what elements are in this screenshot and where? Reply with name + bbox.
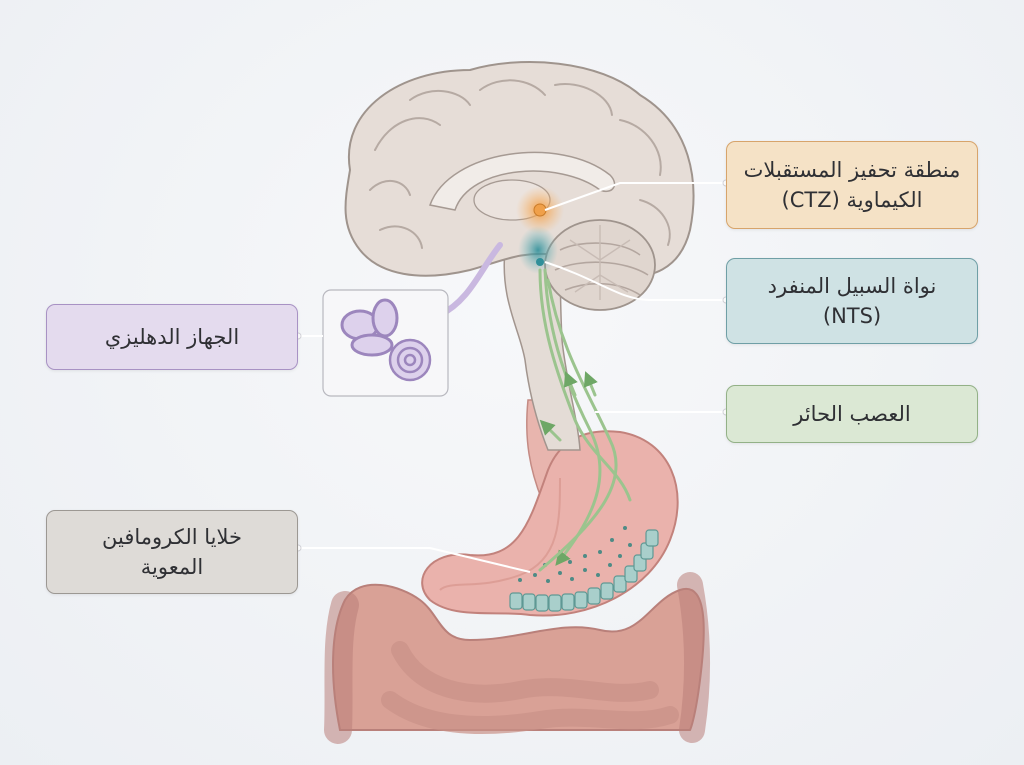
nts-highlight (518, 226, 558, 274)
label-vestibular: الجهاز الدهليزي (46, 304, 298, 370)
label-ec-cells: خلايا الكرومافين المعوية (46, 510, 298, 594)
label-vagus-text: العصب الحائر (793, 402, 911, 426)
brain (344, 61, 695, 311)
label-nts: نواة السبيل المنفرد (NTS) (726, 258, 978, 344)
label-ec-line1: خلايا الكرومافين (102, 525, 242, 549)
label-ctz-line1: منطقة تحفيز المستقبلات (743, 158, 961, 182)
brainstem (503, 239, 581, 451)
label-vestibular-text: الجهاز الدهليزي (104, 325, 240, 349)
leader-lines (298, 182, 726, 573)
intestine (324, 572, 710, 744)
ec-cells (509, 529, 659, 612)
label-ctz-line2: الكيماوية (CTZ) (781, 188, 923, 212)
vestibular-inset (322, 289, 449, 397)
cochlea (388, 338, 432, 382)
vagus-nerve (538, 268, 632, 572)
label-ec-line2: المعوية (140, 555, 204, 579)
label-nts-line1: نواة السبيل المنفرد (767, 274, 937, 298)
label-nts-line2: (NTS) (822, 304, 882, 328)
label-ctz: منطقة تحفيز المستقبلات الكيماوية (CTZ) (726, 141, 978, 229)
label-vagus-nerve: العصب الحائر (726, 385, 978, 443)
